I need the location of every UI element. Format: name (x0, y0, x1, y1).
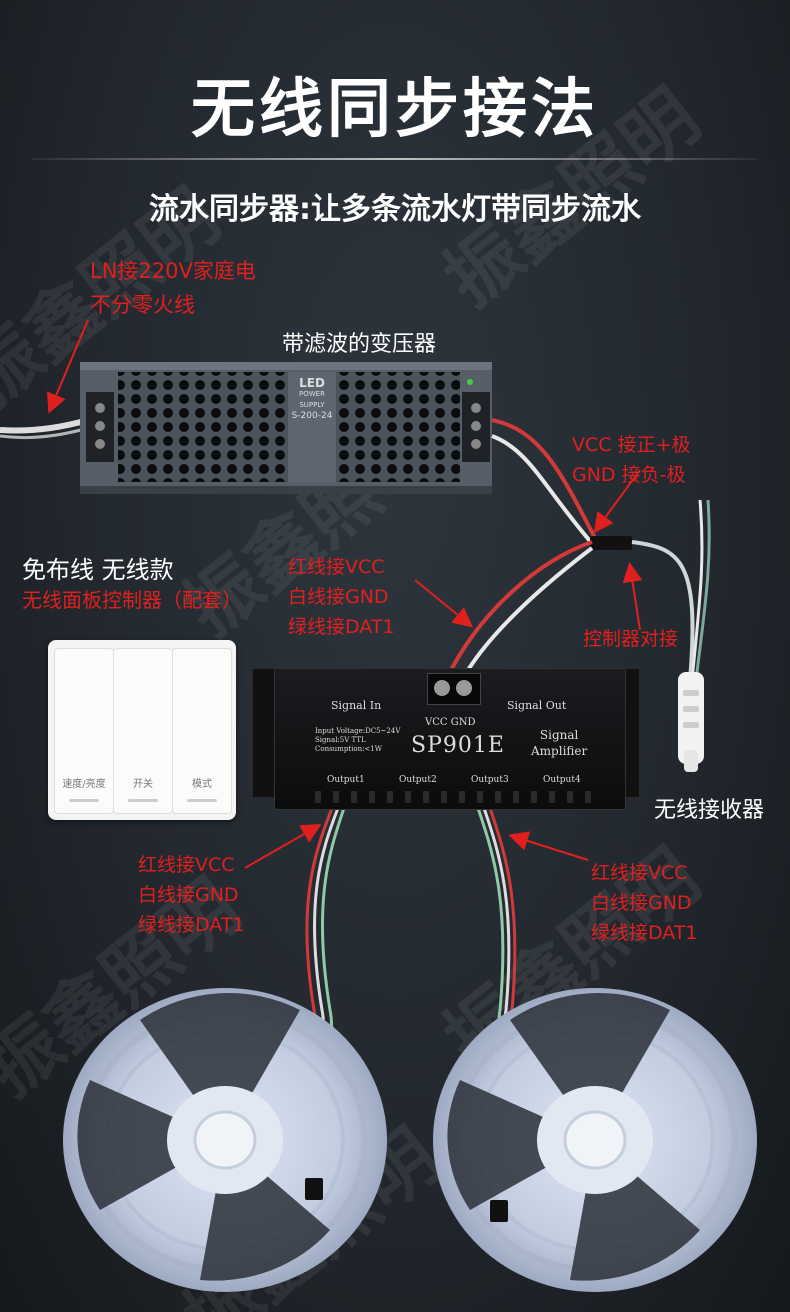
wire-green-dat1: 绿线接DAT1 (591, 922, 698, 944)
amplifier-specs: Input Voltage:DC5~24V Signal:5V TTL Cons… (315, 727, 400, 754)
spec-consumption: Consumption:<1W (315, 745, 382, 753)
wire-white-gnd: 白线接GND (138, 884, 239, 906)
speed-brightness-label: 速度/亮度 (62, 779, 106, 790)
right-output-wiring-note: 红线接VCC 白线接GND 绿线接DAT1 (591, 858, 698, 948)
mode-key[interactable]: 模式 (172, 648, 232, 814)
connect-note: 控制器对接 (583, 628, 679, 650)
terminal-screw (434, 680, 450, 696)
wire-white-gnd: 白线接GND (288, 586, 389, 608)
speed-brightness-key[interactable]: 速度/亮度 (54, 648, 114, 814)
output1-label: Output1 (327, 775, 365, 785)
vcc-note: VCC 接正+极 (572, 434, 691, 456)
key-indicator (69, 799, 99, 802)
output2-label: Output2 (399, 775, 437, 785)
power-key[interactable]: 开关 (113, 648, 173, 814)
wireless-panel-controller: 速度/亮度 开关 模式 (48, 640, 236, 820)
mains-cable (0, 417, 89, 434)
controller-heading: 免布线 无线款 (22, 556, 174, 584)
receiver-label: 无线接收器 (654, 798, 765, 823)
psu-polarity-note: VCC 接正+极 GND 接负-极 (572, 430, 691, 490)
wireless-receiver (678, 672, 704, 772)
ln-note: LN接220V家庭电 不分零火线 (90, 254, 256, 322)
signal-in-label: Signal In (331, 699, 382, 712)
ln-note-line2: 不分零火线 (90, 293, 195, 317)
amplifier-name: Signal Amplifier (531, 727, 587, 759)
wire-red-vcc: 红线接VCC (591, 862, 688, 884)
left-output-wiring-note: 红线接VCC 白线接GND 绿线接DAT1 (138, 850, 245, 940)
controller-subheading: 无线面板控制器（配套） (22, 588, 242, 612)
wire-red-vcc: 红线接VCC (288, 556, 385, 578)
arrow-output-right (508, 831, 589, 861)
wire-red-vcc: 红线接VCC (138, 854, 235, 876)
gnd-note: GND 接负-极 (572, 464, 686, 486)
signal-out-label: Signal Out (507, 699, 567, 712)
mode-key-label: 模式 (192, 779, 212, 790)
output3-label: Output3 (471, 775, 509, 785)
key-indicator (128, 799, 158, 802)
amplifier-name-line1: Signal (539, 728, 579, 742)
page-subtitle: 流水同步器:让多条流水灯带同步流水 (149, 192, 641, 227)
psu-label-plate: LED POWER SUPPLY S-200-24 (290, 376, 334, 422)
wire-white-gnd: 白线接GND (591, 892, 692, 914)
arrow-output-left (244, 824, 322, 869)
power-supply (80, 362, 492, 494)
transformer-label: 带滤波的变压器 (282, 332, 437, 357)
terminal-screw (456, 680, 472, 696)
output-ports (315, 791, 595, 803)
led-strip-reel-right (433, 988, 757, 1292)
output4-label: Output4 (543, 775, 581, 785)
arrow-input (414, 579, 474, 628)
wire-green-dat1: 绿线接DAT1 (288, 616, 395, 638)
led-strip-reel-left (63, 988, 387, 1292)
ln-note-line1: LN接220V家庭电 (90, 259, 256, 283)
power-connector (590, 536, 632, 550)
psu-text-led: LED (299, 376, 325, 390)
vcc-gnd-label: VCC GND (425, 717, 476, 728)
title-divider (32, 158, 758, 160)
arrow-power (593, 469, 641, 534)
spec-input-voltage: Input Voltage:DC5~24V (315, 727, 401, 735)
page-title: 无线同步接法 (191, 73, 599, 147)
psu-text-model: S-200-24 (291, 411, 333, 421)
model-label: SP901E (411, 733, 505, 758)
psu-text-power-supply: POWER SUPPLY (299, 390, 325, 409)
input-terminal (427, 673, 481, 705)
input-wiring-note: 红线接VCC 白线接GND 绿线接DAT1 (288, 552, 395, 642)
spec-signal: Signal:5V TTL (315, 736, 366, 744)
amplifier-name-line2: Amplifier (531, 744, 588, 758)
power-key-label: 开关 (133, 779, 153, 790)
arrow-ln (47, 319, 89, 414)
key-indicator (187, 799, 217, 802)
sp901e-amplifier: Signal In Signal Out VCC GND Input Volta… (274, 668, 626, 810)
arrow-receiver (622, 562, 643, 631)
wire-green-dat1: 绿线接DAT1 (138, 914, 245, 936)
